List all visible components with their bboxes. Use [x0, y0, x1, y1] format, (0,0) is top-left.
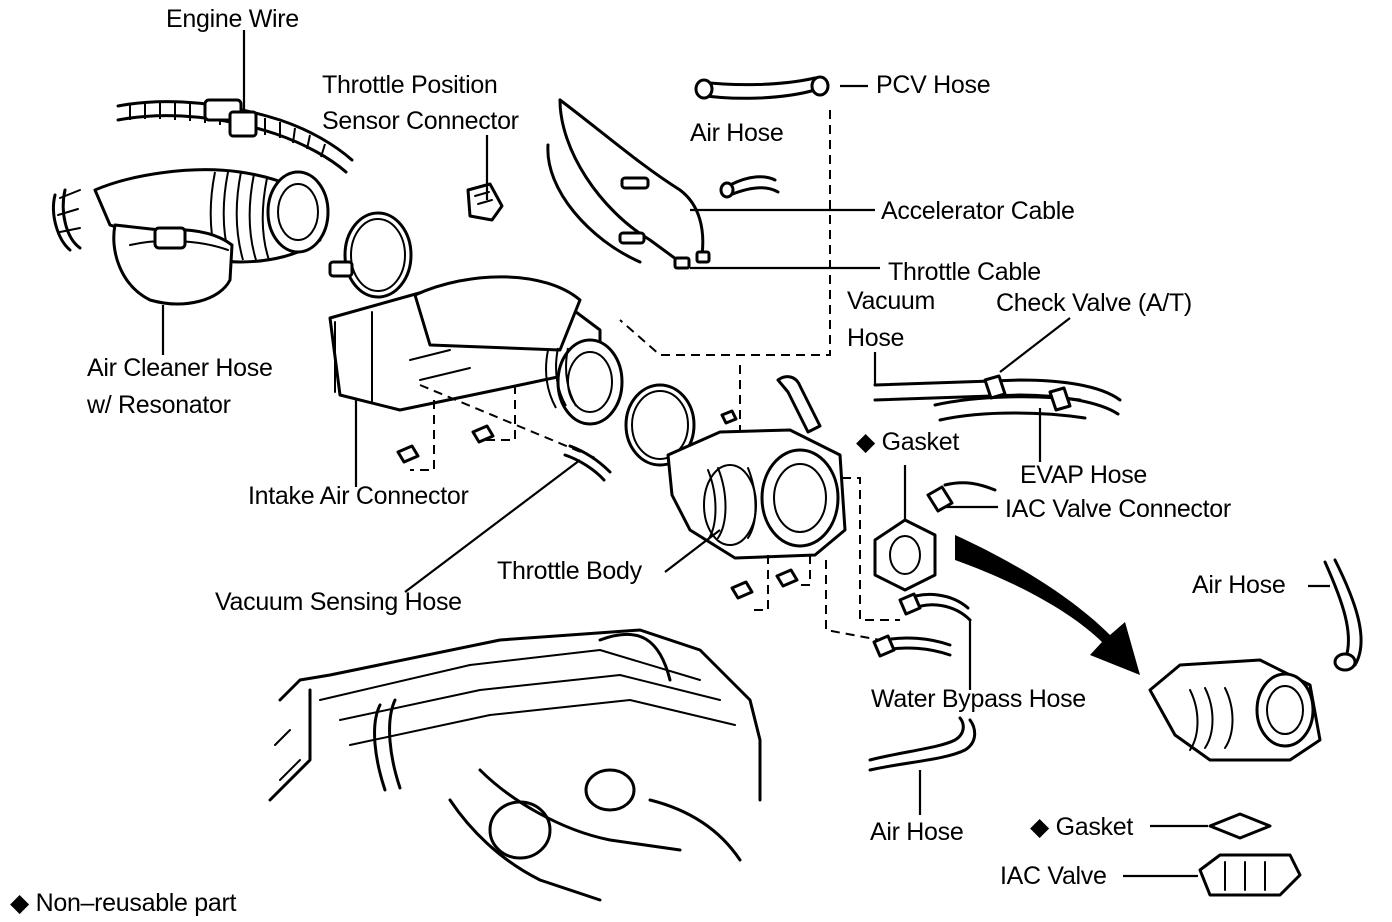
- label-throttle-cable: Throttle Cable: [888, 258, 1041, 286]
- iac-valve-part: [1198, 853, 1302, 897]
- legend-non-reusable: ◆ Non–reusable part: [10, 888, 236, 918]
- label-tps-connector-line1: Throttle Position: [322, 71, 498, 99]
- hose-clamp-upper: [328, 211, 413, 299]
- label-vacuum-hose-line2: Hose: [847, 324, 905, 352]
- vacuum-sensing-hose-part: [563, 444, 612, 482]
- throttle-body-assembled: [1148, 658, 1322, 762]
- leader-lines: [161, 30, 1330, 878]
- tps-connector: [466, 182, 504, 222]
- engine-block: [268, 628, 762, 902]
- label-water-bypass-hose: Water Bypass Hose: [871, 685, 1086, 713]
- label-air-hose-bottom: Air Hose: [870, 818, 964, 846]
- gasket-bottom-part: [1208, 812, 1272, 840]
- label-air-cleaner-hose-line2: w/ Resonator: [87, 391, 231, 419]
- cables: [546, 98, 711, 270]
- air-hose-top-part: [719, 175, 780, 199]
- air-hose-bottom-part: [868, 716, 977, 772]
- engine-wire-harness: [116, 98, 354, 174]
- vacuum-evap-hoses: [873, 374, 1122, 422]
- label-air-cleaner-hose-line1: Air Cleaner Hose: [87, 354, 273, 382]
- label-accelerator-cable: Accelerator Cable: [881, 197, 1075, 225]
- air-hose-right-part: [1323, 558, 1363, 672]
- gasket-top-part: [873, 518, 937, 592]
- label-vacuum-hose-line1: Vacuum: [847, 287, 936, 315]
- gasket-bottom-text: Gasket: [1055, 813, 1134, 841]
- water-bypass-hoses: [872, 592, 972, 658]
- label-engine-wire: Engine Wire: [166, 5, 299, 33]
- throttle-body-part: [666, 375, 847, 560]
- air-cleaner-hose: [52, 168, 330, 306]
- label-gasket-top: ◆ Gasket: [856, 427, 959, 457]
- label-evap-hose: EVAP Hose: [1020, 461, 1147, 489]
- hose-clamp-lower: [624, 383, 696, 467]
- intake-air-connector-body: [328, 275, 624, 426]
- label-intake-air-connector: Intake Air Connector: [248, 482, 469, 510]
- assembly-arrow: [955, 535, 1140, 675]
- non-reusable-marker-icon: ◆: [1030, 813, 1049, 841]
- label-gasket-bottom: ◆ Gasket: [1030, 812, 1133, 842]
- label-tps-connector-line2: Sensor Connector: [322, 107, 519, 135]
- label-air-hose-right: Air Hose: [1192, 571, 1286, 599]
- legend-text: Non–reusable part: [35, 889, 237, 917]
- label-check-valve: Check Valve (A/T): [996, 289, 1192, 317]
- pcv-hose-part: [694, 75, 830, 100]
- label-vacuum-sensing-hose: Vacuum Sensing Hose: [215, 588, 462, 616]
- label-pcv-hose: PCV Hose: [876, 71, 991, 99]
- label-air-hose-top: Air Hose: [690, 119, 784, 147]
- label-iac-valve-connector: IAC Valve Connector: [1005, 495, 1231, 523]
- label-iac-valve: IAC Valve: [1000, 862, 1107, 890]
- iac-connector-part: [926, 481, 997, 513]
- label-throttle-body: Throttle Body: [497, 557, 642, 585]
- gasket-top-text: Gasket: [881, 428, 960, 456]
- non-reusable-marker-icon: ◆: [856, 428, 875, 456]
- bolts: [396, 409, 799, 600]
- alignment-dashes: [410, 110, 900, 641]
- non-reusable-marker-icon: ◆: [10, 889, 29, 917]
